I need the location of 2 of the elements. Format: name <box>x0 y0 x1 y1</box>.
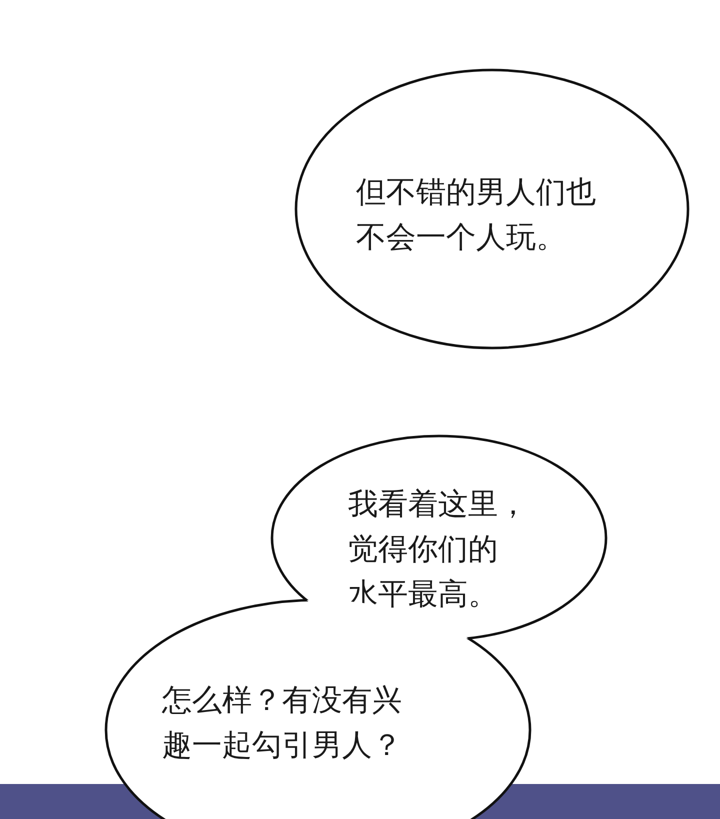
speech-text: 怎么样？有没有兴趣一起勾引男人？ <box>162 682 403 765</box>
speech-text: 但不错的男人们也不会一个人玩。 <box>356 174 597 257</box>
